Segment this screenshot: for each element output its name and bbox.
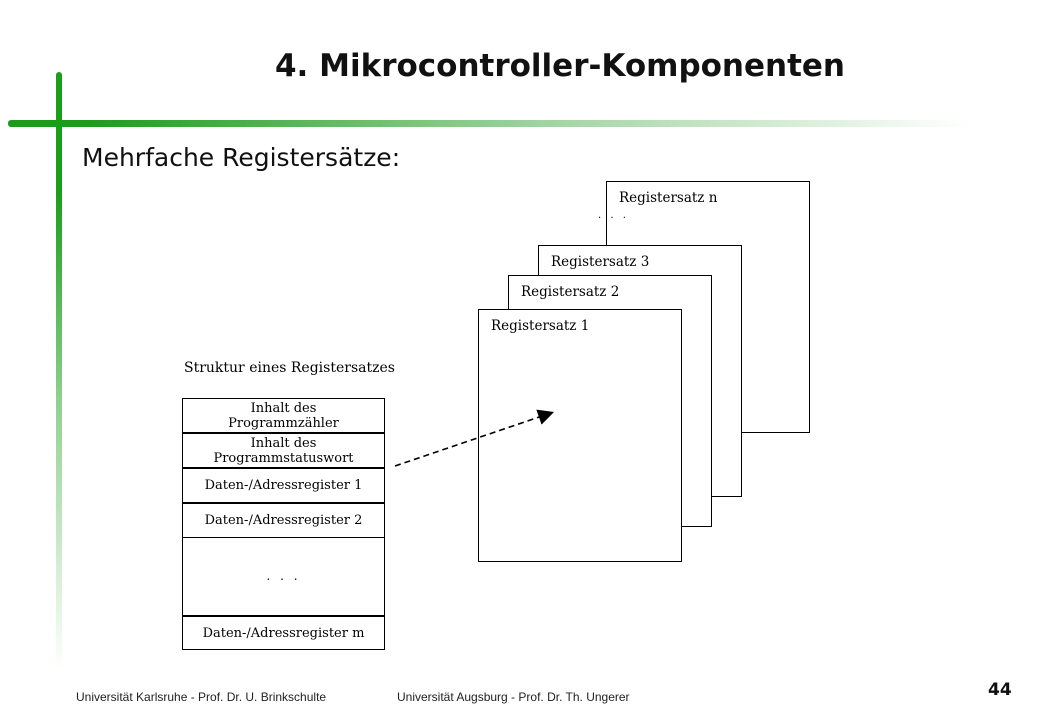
cell-register-1-label: Daten-/Adressregister 1 bbox=[204, 478, 363, 493]
dashed-arrow-line bbox=[394, 409, 555, 467]
register-set-3-label: Registersatz 3 bbox=[551, 254, 650, 270]
cell-register-2-label: Daten-/Adressregister 2 bbox=[204, 513, 363, 528]
cell-register-m: Daten-/Adressregister m bbox=[182, 616, 385, 650]
register-set-n-label: Registersatz n bbox=[619, 190, 718, 206]
cell-psw-line1: Inhalt des bbox=[250, 435, 317, 451]
register-set-1: Registersatz 1 bbox=[478, 309, 682, 562]
cell-register-m-label: Daten-/Adressregister m bbox=[202, 625, 365, 641]
slide-title: 4. Mikrocontroller-Komponenten bbox=[274, 48, 846, 84]
slide-subtitle: Mehrfache Registersätze: bbox=[82, 143, 401, 172]
cell-program-status-word: Inhalt des Programmstatuswort bbox=[182, 433, 385, 468]
register-set-2-label: Registersatz 2 bbox=[521, 284, 620, 300]
structure-heading: Struktur eines Registersatzes bbox=[184, 360, 395, 376]
decorative-vertical-bar bbox=[56, 72, 62, 670]
page-number: 44 bbox=[988, 680, 1012, 700]
cell-pc-line2: Programmzähler bbox=[228, 415, 339, 431]
cell-ellipsis-label: . . . bbox=[266, 569, 301, 583]
register-set-1-label: Registersatz 1 bbox=[491, 318, 590, 334]
footer-right: Universität Augsburg - Prof. Dr. Th. Ung… bbox=[397, 690, 630, 704]
cell-pc-line1: Inhalt des bbox=[250, 400, 317, 416]
register-sets-ellipsis: . . . bbox=[598, 210, 629, 221]
cell-program-counter: Inhalt des Programmzähler bbox=[182, 398, 385, 433]
cell-register-ellipsis: . . . bbox=[182, 537, 385, 616]
cell-register-1: Daten-/Adressregister 1 bbox=[182, 468, 385, 503]
cell-psw-line2: Programmstatuswort bbox=[213, 450, 354, 466]
footer-left: Universität Karlsruhe - Prof. Dr. U. Bri… bbox=[76, 690, 327, 704]
decorative-horizontal-bar bbox=[8, 120, 970, 127]
